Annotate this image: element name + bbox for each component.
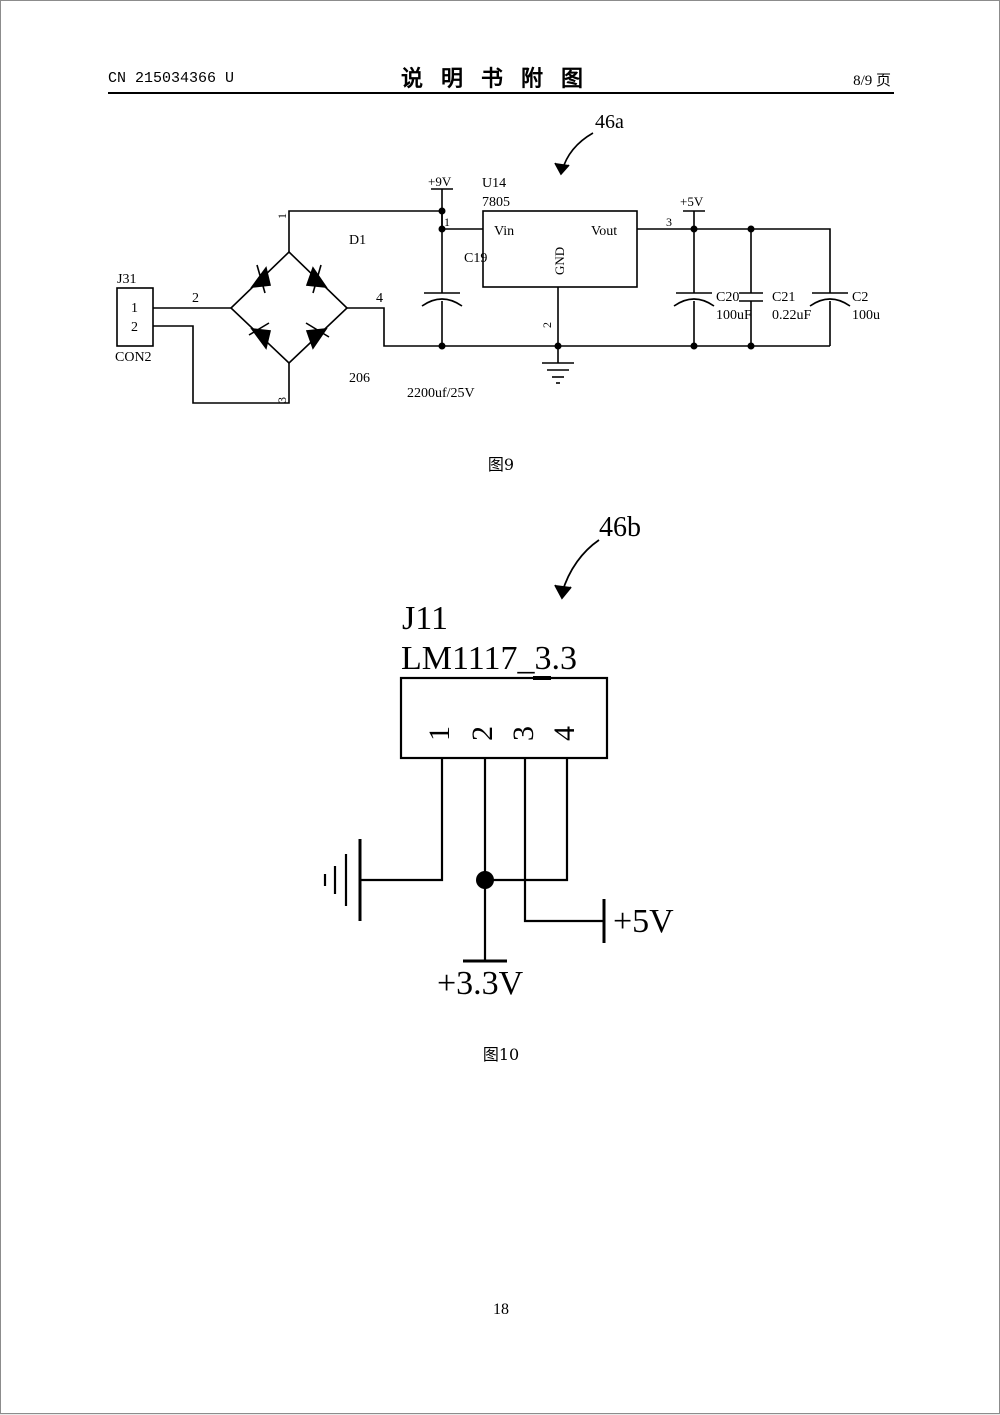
junction-gnd-c21	[747, 342, 755, 350]
capacitor-c20-plate-bottom	[673, 298, 715, 307]
figure-10-schematic	[323, 539, 609, 963]
label-j11-pin4: 4	[548, 726, 581, 741]
label-d1: D1	[349, 233, 366, 248]
diode-lower-right	[305, 322, 330, 350]
wire-pin4-tab	[485, 758, 569, 882]
header-rule	[108, 92, 894, 94]
figure-10-labels: 46b J11 LM1117_3.3 1 2 3 4 +5V +3.3V	[401, 512, 674, 1002]
label-j31-pin1: 1	[131, 301, 138, 316]
label-vin: Vin	[494, 224, 514, 239]
diode-lower-left	[248, 322, 271, 350]
wire-j31-pin2-to-bridge-pin3	[153, 325, 290, 404]
label-j11-pin1: 1	[423, 726, 456, 741]
figure-9-schematic	[116, 132, 851, 404]
junction-dots-fig9	[438, 207, 755, 350]
junction-vout-c21	[747, 225, 755, 233]
label-d1-pin3: 3	[275, 397, 289, 403]
label-c21: C21	[772, 290, 795, 305]
label-u14-pin1: 1	[444, 215, 450, 229]
junction-gnd-u14	[554, 342, 562, 350]
label-c19-value: 2200uf/25V	[407, 386, 475, 401]
label-d1-pin2: 2	[192, 291, 199, 306]
label-u14-pin3: 3	[666, 215, 672, 229]
wire-bridge-pin4-ground	[347, 307, 830, 347]
label-plus9v: +9V	[428, 174, 452, 189]
label-plus5v-fig10: +5V	[613, 903, 674, 940]
label-lm1117: LM1117_3.3	[401, 640, 577, 677]
label-c20: C20	[716, 290, 739, 305]
capacitor-c19-plate-bottom	[421, 298, 463, 307]
figure-10-caption: 图10	[482, 1045, 520, 1064]
label-j31: J31	[117, 272, 136, 287]
regulator-u14-body	[482, 210, 638, 288]
page-number: 18	[493, 1301, 509, 1318]
wire-pin1-ground	[360, 758, 444, 882]
ground-symbol-fig9	[542, 362, 574, 384]
label-c2: C2	[852, 290, 868, 305]
junction-fig10-output	[476, 871, 494, 889]
label-j11: J11	[402, 600, 448, 637]
reference-arrow-46b	[561, 539, 600, 594]
ground-symbol-fig10	[323, 839, 362, 921]
diode-upper-right	[305, 264, 328, 294]
capacitor-c2-plate-bottom	[809, 298, 851, 307]
page-title: 说明书附图	[400, 67, 601, 92]
junction-gnd-c20	[690, 342, 698, 350]
label-j11-pin3: 3	[507, 726, 540, 741]
label-c21-value: 0.22uF	[772, 308, 812, 323]
reference-arrowhead-46b	[554, 584, 572, 600]
reference-arrowhead-46a	[554, 162, 570, 176]
figure-9-labels: 46a J31 1 2 CON2 D1 1 2 3 4 206 +9V U14 …	[115, 111, 880, 403]
junction-9v-rail	[438, 207, 446, 215]
wire-vout-rail	[637, 228, 831, 293]
label-d1-pin1: 1	[275, 213, 289, 219]
label-j31-pin2: 2	[131, 320, 138, 335]
wire-bridge-pin1-to-vin	[288, 210, 483, 252]
label-u14-pin2: 2	[540, 322, 554, 328]
connector-j31-body	[116, 287, 154, 347]
label-u14-part: 7805	[482, 195, 510, 210]
junction-c19-top	[438, 225, 446, 233]
document-number: CN 215034366 U	[108, 70, 235, 87]
label-d1-pin4: 4	[376, 291, 383, 306]
page-counter: 8/9 页	[853, 73, 891, 89]
wire-pin3-input	[523, 758, 604, 923]
diode-upper-left	[250, 264, 271, 294]
junction-vout-c20	[690, 225, 698, 233]
label-c2-value: 100u	[852, 308, 880, 323]
junction-c19-bottom	[438, 342, 446, 350]
label-con2: CON2	[115, 350, 152, 365]
label-c20-value: 100uF	[716, 308, 752, 323]
label-c19: C19	[464, 251, 487, 266]
label-j11-pin2: 2	[466, 726, 499, 741]
reference-label-46a: 46a	[595, 111, 624, 133]
label-d1-part: 206	[349, 371, 370, 386]
label-gnd: GND	[552, 247, 567, 275]
label-u14: U14	[482, 176, 506, 191]
regulator-j11-body	[399, 676, 609, 760]
label-vout: Vout	[591, 224, 617, 239]
label-plus3v3: +3.3V	[437, 965, 524, 1002]
reference-label-46b: 46b	[599, 512, 641, 543]
bridge-rectifier-d1	[229, 250, 349, 365]
label-plus5v: +5V	[680, 194, 704, 209]
figure-9-caption: 图9	[487, 455, 515, 474]
